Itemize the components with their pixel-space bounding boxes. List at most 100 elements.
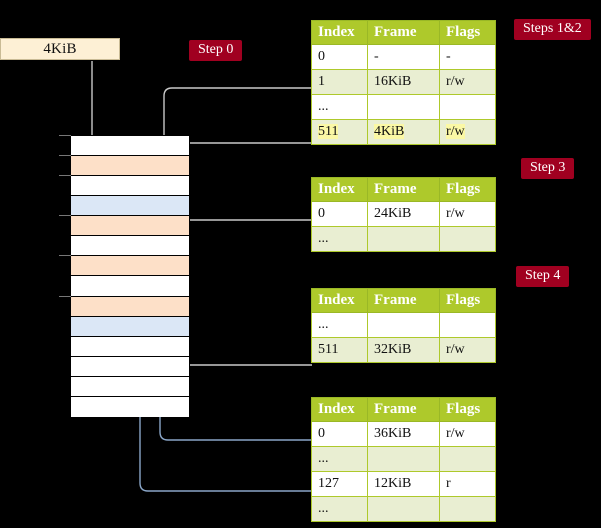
memory-frame-row <box>71 396 189 417</box>
memory-frame-row <box>71 336 189 357</box>
memory-frame-row <box>59 295 189 317</box>
table-cell-frame: 24KiB <box>367 201 440 227</box>
badge-steps-1-2: Steps 1&2 <box>514 19 591 41</box>
highlighted-value: 511 <box>318 123 339 139</box>
column-header-flags: Flags <box>439 288 496 313</box>
table-cell-frame <box>367 94 440 120</box>
column-header-flags: Flags <box>439 177 496 202</box>
table-row: ... <box>311 226 496 252</box>
memory-frame-row <box>71 376 189 397</box>
table-row: ... <box>311 312 496 338</box>
memory-row-tick <box>59 155 71 157</box>
table-cell-index: 0 <box>311 44 368 70</box>
table-cell-flags: r/w <box>439 119 496 145</box>
table-row: ... <box>311 496 496 522</box>
table-row: 511 4KiB r/w <box>311 119 496 145</box>
table-cell-frame: 4KiB <box>367 119 440 145</box>
table-cell-index: ... <box>311 312 368 338</box>
table-cell-frame: 36KiB <box>367 421 440 447</box>
highlighted-value: 4KiB <box>374 123 405 139</box>
badge-step-0: Step 0 <box>189 40 243 62</box>
table-cell-frame <box>367 496 440 522</box>
memory-row-tick <box>59 295 71 297</box>
table-cell-flags: r <box>439 471 496 497</box>
table-cell-flags: r/w <box>439 421 496 447</box>
table-cell-frame: 12KiB <box>367 471 440 497</box>
memory-frame-row <box>59 215 189 237</box>
table-row: ... <box>311 94 496 120</box>
memory-row-tick <box>59 255 71 257</box>
physical-memory-grid <box>59 135 190 417</box>
table-cell-flags: r/w <box>439 337 496 363</box>
memory-frame-row <box>71 276 189 297</box>
frame-4kib-label: 4KiB <box>43 40 77 57</box>
column-header-frame: Frame <box>367 397 440 422</box>
table-cell-flags <box>439 446 496 472</box>
memory-row-tick <box>59 135 71 136</box>
table-cell-frame <box>367 446 440 472</box>
column-header-index: Index <box>311 288 368 313</box>
table-cell-frame <box>367 226 440 252</box>
column-header-flags: Flags <box>439 20 496 45</box>
table-row: ... <box>311 446 496 472</box>
badge-step-4: Step 4 <box>516 266 570 288</box>
column-header-flags: Flags <box>439 397 496 422</box>
memory-frame-row <box>71 236 189 257</box>
column-header-index: Index <box>311 20 368 45</box>
table-cell-index: 0 <box>311 421 368 447</box>
memory-frame-row <box>71 196 189 217</box>
wire-table1-511-to-grid <box>173 142 312 158</box>
table-cell-flags: r/w <box>439 69 496 95</box>
table-cell-index: ... <box>311 446 368 472</box>
table-cell-index: 1 <box>311 69 368 95</box>
frame-4kib-box: 4KiB <box>0 38 120 60</box>
table-cell-index: 127 <box>311 471 368 497</box>
badge-step-3: Step 3 <box>521 158 575 180</box>
table-cell-index: ... <box>311 226 368 252</box>
memory-frame-row <box>59 175 189 197</box>
table-cell-index: 511 <box>311 119 368 145</box>
table-cell-frame: 16KiB <box>367 69 440 95</box>
column-header-frame: Frame <box>367 288 440 313</box>
table-cell-frame: 32KiB <box>367 337 440 363</box>
memory-frame-row <box>59 135 189 157</box>
table-cell-flags <box>439 312 496 338</box>
table-cell-flags: - <box>439 44 496 70</box>
table-cell-flags <box>439 496 496 522</box>
column-header-index: Index <box>311 177 368 202</box>
table-cell-frame <box>367 312 440 338</box>
table-cell-index: 0 <box>311 201 368 227</box>
memory-frame-row <box>71 316 189 337</box>
column-header-index: Index <box>311 397 368 422</box>
highlighted-value: r/w <box>446 123 465 139</box>
table-cell-flags: r/w <box>439 201 496 227</box>
table-cell-flags <box>439 226 496 252</box>
table-cell-index: 511 <box>311 337 368 363</box>
memory-frame-row <box>59 155 189 177</box>
wire-table3-to-grid <box>173 314 312 366</box>
memory-row-tick <box>59 215 71 217</box>
table-cell-index: ... <box>311 496 368 522</box>
memory-row-tick <box>59 175 71 177</box>
wire-table2-to-grid <box>173 219 312 258</box>
table-row: 0-- <box>311 44 496 70</box>
column-header-frame: Frame <box>367 20 440 45</box>
table-cell-frame: - <box>367 44 440 70</box>
memory-frame-row <box>59 255 189 277</box>
table-cell-index: ... <box>311 94 368 120</box>
column-header-frame: Frame <box>367 177 440 202</box>
